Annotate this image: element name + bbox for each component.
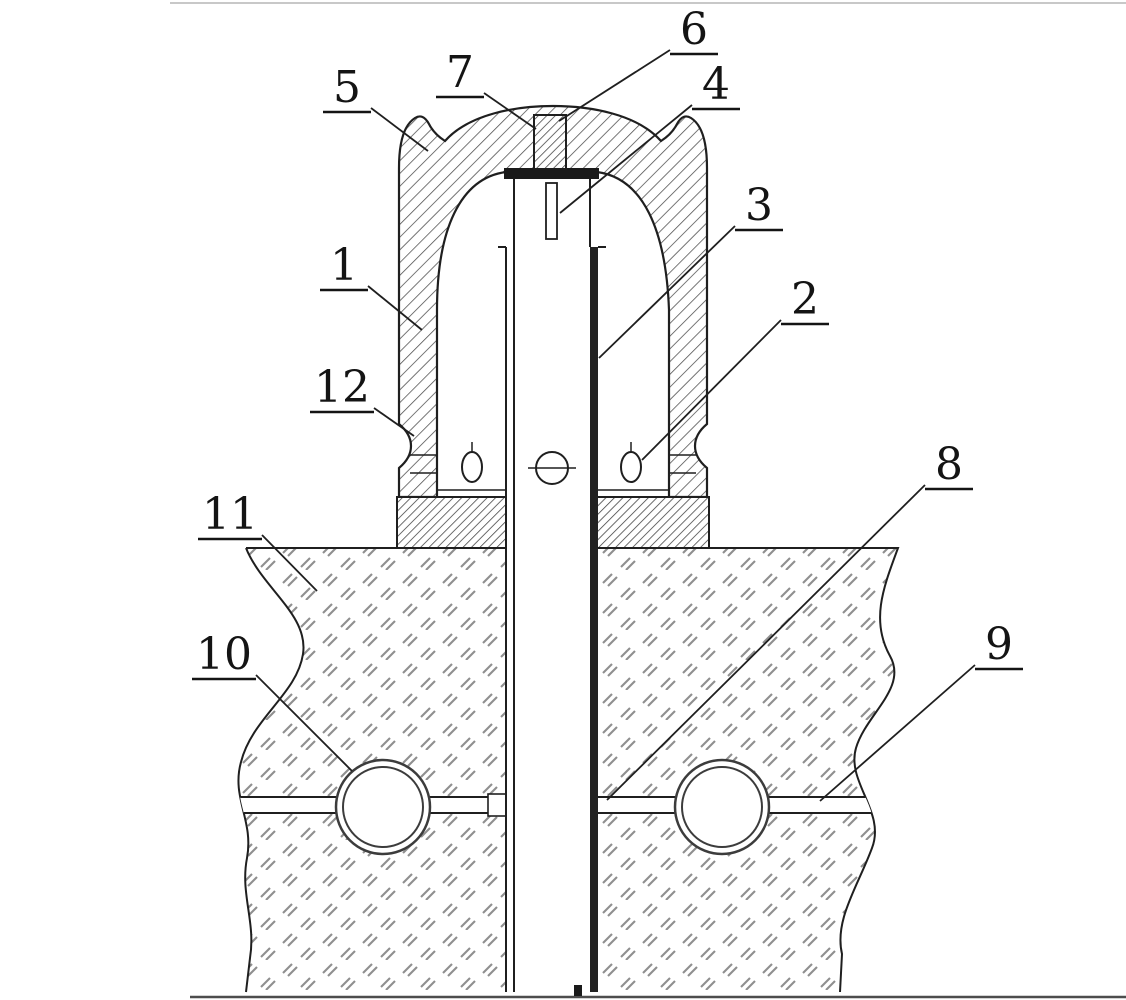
- bolt-right: [620, 451, 642, 483]
- tube-interior: [506, 178, 597, 992]
- ground-edge-top-right: [246, 547, 900, 993]
- label-7: 7: [446, 47, 474, 98]
- buried-pipe-right: [673, 758, 771, 856]
- label-10: 10: [196, 629, 252, 680]
- label-12: 12: [314, 362, 370, 413]
- buried-pipe-left: [334, 758, 432, 856]
- callout-7: 7: [436, 47, 537, 130]
- label-5: 5: [333, 62, 361, 113]
- callout-6: 6: [558, 4, 718, 122]
- label-6: 6: [680, 4, 708, 55]
- callout-3: 3: [598, 180, 783, 359]
- tube-bottom-mark: [574, 985, 582, 996]
- bolt-left: [461, 451, 483, 483]
- ground-edge-left: [237, 547, 305, 993]
- callout-11: 11: [198, 489, 318, 592]
- base-flange-right: [596, 496, 710, 549]
- inner-rod: [545, 182, 558, 240]
- label-4: 4: [702, 59, 730, 110]
- bell-wall: [397, 104, 709, 499]
- callout-4: 4: [559, 59, 740, 214]
- label-11: 11: [202, 489, 258, 540]
- label-1: 1: [330, 240, 358, 291]
- tube-wall-right-thick: [590, 247, 598, 992]
- flange-fasteners: [437, 442, 669, 491]
- top-stem: [533, 114, 567, 170]
- callout-5: 5: [323, 62, 429, 152]
- callout-12: 12: [310, 362, 415, 437]
- callout-9: 9: [819, 619, 1023, 802]
- callout-2: 2: [641, 274, 829, 461]
- tube-cap-plate: [504, 168, 599, 179]
- label-9: 9: [985, 619, 1013, 670]
- callout-1: 1: [320, 240, 423, 331]
- callout-8: 8: [606, 439, 973, 801]
- label-8: 8: [935, 439, 963, 490]
- label-3: 3: [745, 180, 773, 231]
- base-flange-left: [396, 496, 507, 549]
- bell-housing: [397, 104, 709, 499]
- callout-10: 10: [192, 629, 353, 772]
- central-tube: [498, 179, 606, 992]
- bore-tube-junction: [487, 793, 507, 817]
- callouts: 1 2 3 4 5 6 7: [192, 4, 1023, 802]
- label-2: 2: [791, 274, 819, 325]
